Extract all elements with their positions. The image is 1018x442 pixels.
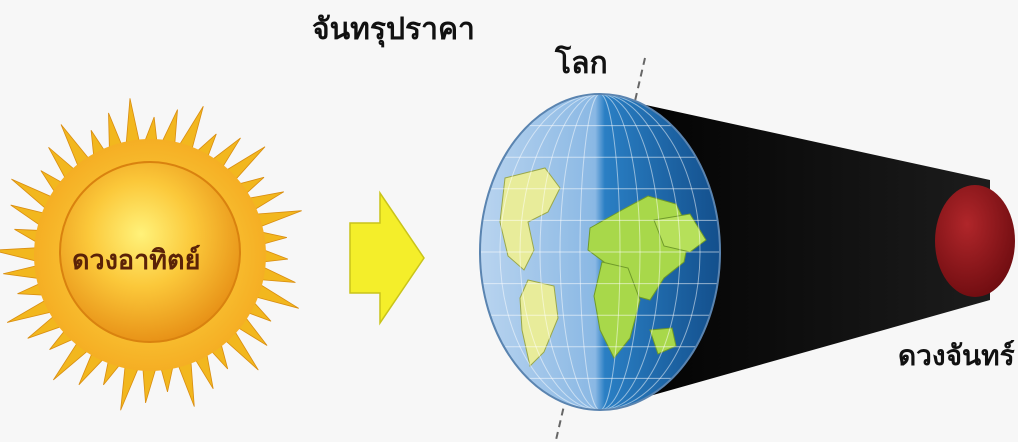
longitude-line xyxy=(539,94,661,410)
longitude-line xyxy=(499,94,701,410)
sun-core xyxy=(59,161,241,343)
earth-outline xyxy=(479,93,721,411)
sun-label: ดวงอาทิตย์ xyxy=(72,245,201,276)
diagram-title: จันทรุปราคา xyxy=(312,12,475,47)
moon-icon xyxy=(935,185,1015,297)
longitude-line xyxy=(559,94,641,410)
sun-icon xyxy=(0,98,302,411)
right-arrow-icon xyxy=(349,190,425,326)
earth-continents xyxy=(499,167,707,367)
moon-label: ดวงจันทร์ xyxy=(898,339,1015,372)
earth-globe-icon xyxy=(479,93,721,411)
longitude-line xyxy=(579,94,621,410)
longitude-line xyxy=(519,94,681,410)
earth-label: โลก xyxy=(555,46,608,81)
earth-grid-lines xyxy=(480,94,720,410)
